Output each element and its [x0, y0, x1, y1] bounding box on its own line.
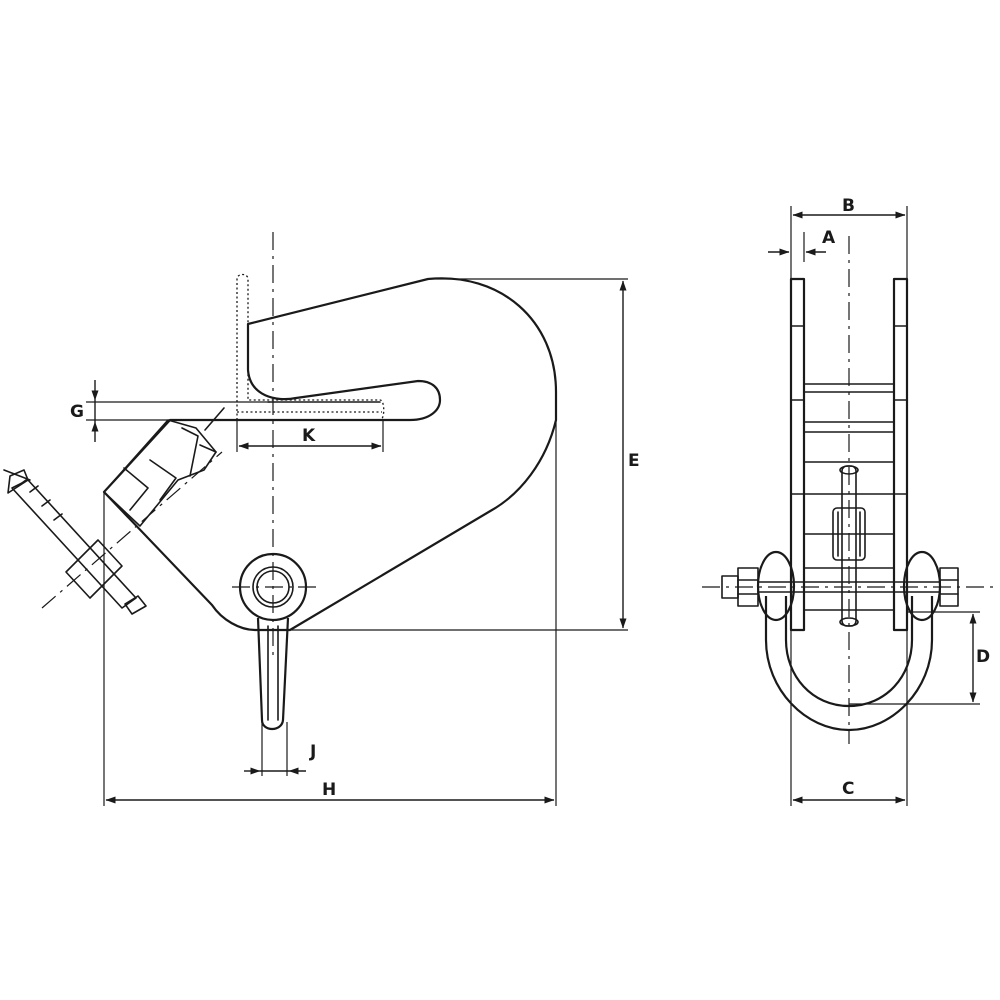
screw-axis-centerline	[41, 451, 223, 609]
left-side-plate	[789, 277, 806, 632]
label-j: J	[309, 742, 316, 762]
label-d: D	[976, 647, 990, 667]
label-h: H	[322, 780, 336, 800]
shackle-bow	[721, 550, 959, 732]
side-view	[3, 232, 628, 806]
right-side-plate	[892, 277, 909, 632]
label-c: C	[842, 779, 854, 799]
label-e: E	[628, 451, 640, 471]
label-k: K	[302, 426, 316, 446]
front-view	[702, 206, 996, 806]
screw-housing	[103, 407, 225, 527]
label-g: G	[70, 402, 84, 422]
clamp-screw	[3, 469, 147, 615]
label-a: A	[822, 228, 836, 248]
hook-body-outline	[102, 277, 558, 632]
label-b: B	[842, 196, 855, 216]
beam-flange-dotted	[236, 273, 385, 421]
